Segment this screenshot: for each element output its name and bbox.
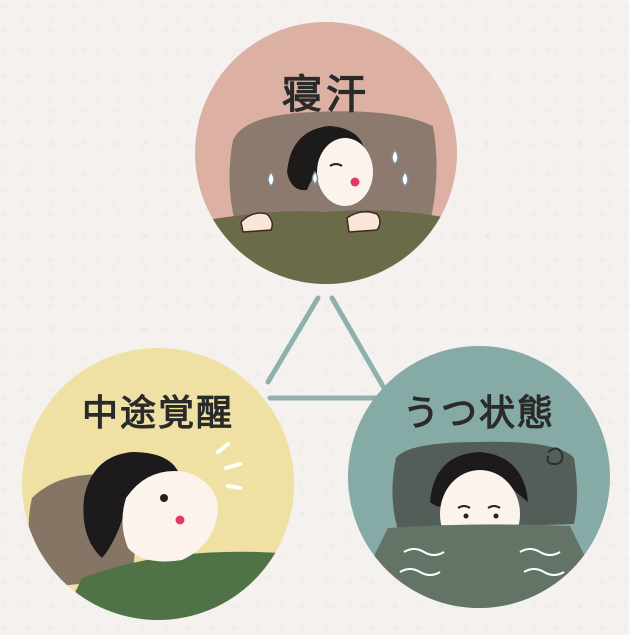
face (317, 138, 373, 206)
node-night-sweats: 寝汗 (195, 22, 457, 284)
worried-sleeper-illustration (348, 441, 610, 608)
blanket-wave-lines (399, 548, 565, 576)
eye (493, 513, 499, 519)
right-hand (346, 211, 381, 233)
cheek (350, 177, 360, 187)
blanket (348, 524, 610, 608)
left-hand (240, 212, 274, 233)
cheek (175, 515, 185, 525)
node-label-depression: うつ状態 (402, 393, 555, 434)
eye (160, 494, 168, 502)
alert-marks-icon (216, 442, 242, 490)
dizzy-swirl-icon (546, 447, 564, 466)
eye (463, 513, 469, 519)
node-label-night-sweats: 寝汗 (282, 72, 370, 118)
sweating-sleeper-illustration (195, 111, 457, 284)
blanket (195, 210, 457, 284)
sweat-drop-icon (267, 148, 409, 188)
connector-top-right (329, 295, 387, 391)
node-midnight-awakening: 中途覚醒 (22, 348, 294, 620)
blanket (62, 551, 294, 620)
connector-top-left (265, 295, 321, 385)
face (122, 471, 218, 562)
node-label-midnight-awakening: 中途覚醒 (81, 393, 234, 434)
awake-sleeper-illustration (28, 442, 294, 620)
node-depression: うつ状態 (348, 346, 610, 608)
